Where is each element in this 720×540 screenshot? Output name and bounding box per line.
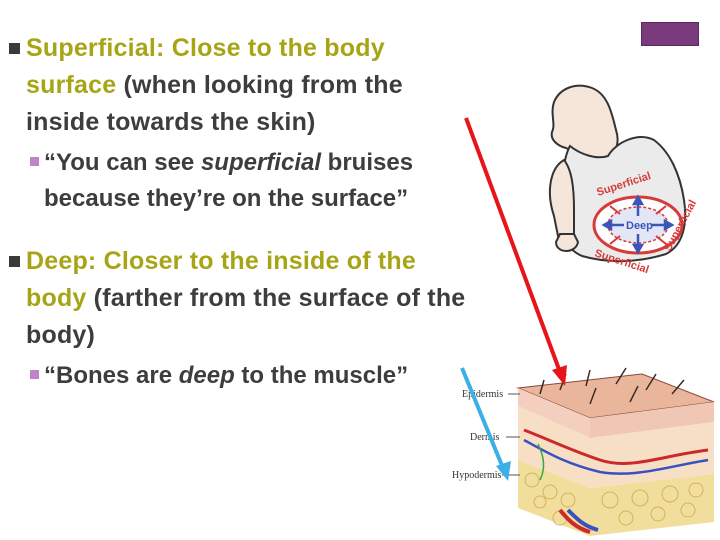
blue-arrow xyxy=(460,367,511,481)
bullet-square-icon xyxy=(9,43,20,54)
sub-text-start: “Bones are xyxy=(44,362,179,389)
layer-label-epidermis: Epidermis xyxy=(462,389,503,400)
bullet-superficial: Superficial: Close to the body surface (… xyxy=(8,30,468,141)
deep-label: Deep xyxy=(626,220,653,232)
sub-bullet-deep: “Bones are deep to the muscle” xyxy=(8,358,468,394)
layer-label-dermis: Dermis xyxy=(470,432,500,443)
sub-bullet-square-icon xyxy=(30,157,39,166)
sub-bullet-superficial: “You can see superficial bruises because… xyxy=(8,145,468,217)
superficial-description: (when looking from the inside towards th… xyxy=(26,71,403,136)
bullet-square-icon xyxy=(9,256,20,267)
sub-bullet-square-icon xyxy=(30,370,39,379)
text-area: Superficial: Close to the body surface (… xyxy=(8,30,468,394)
accent-box xyxy=(641,22,699,46)
sub-text-emphasis: superficial xyxy=(200,149,321,176)
torso-illustration: Deep Superficial Superficial Superficial xyxy=(548,84,699,276)
layer-label-hypodermis: Hypodermis xyxy=(452,470,502,481)
sub-text-end: bruises because they’re on the surface” xyxy=(44,149,414,212)
deep-description: (farther from the surface of the body) xyxy=(26,284,466,349)
red-arrow xyxy=(464,117,567,386)
sub-text-start: “You can see xyxy=(44,149,201,176)
bullet-deep: Deep: Closer to the inside of the body (… xyxy=(8,243,468,354)
skin-diagram: Epidermis Dermis Hypodermis xyxy=(452,367,715,536)
superficial-term: Superficial: Close to the body surface xyxy=(26,34,385,99)
sub-text-end: to the muscle” xyxy=(234,362,409,389)
sub-text-emphasis: deep xyxy=(178,362,235,389)
deep-term: Deep: Closer to the inside of the body xyxy=(26,247,416,312)
